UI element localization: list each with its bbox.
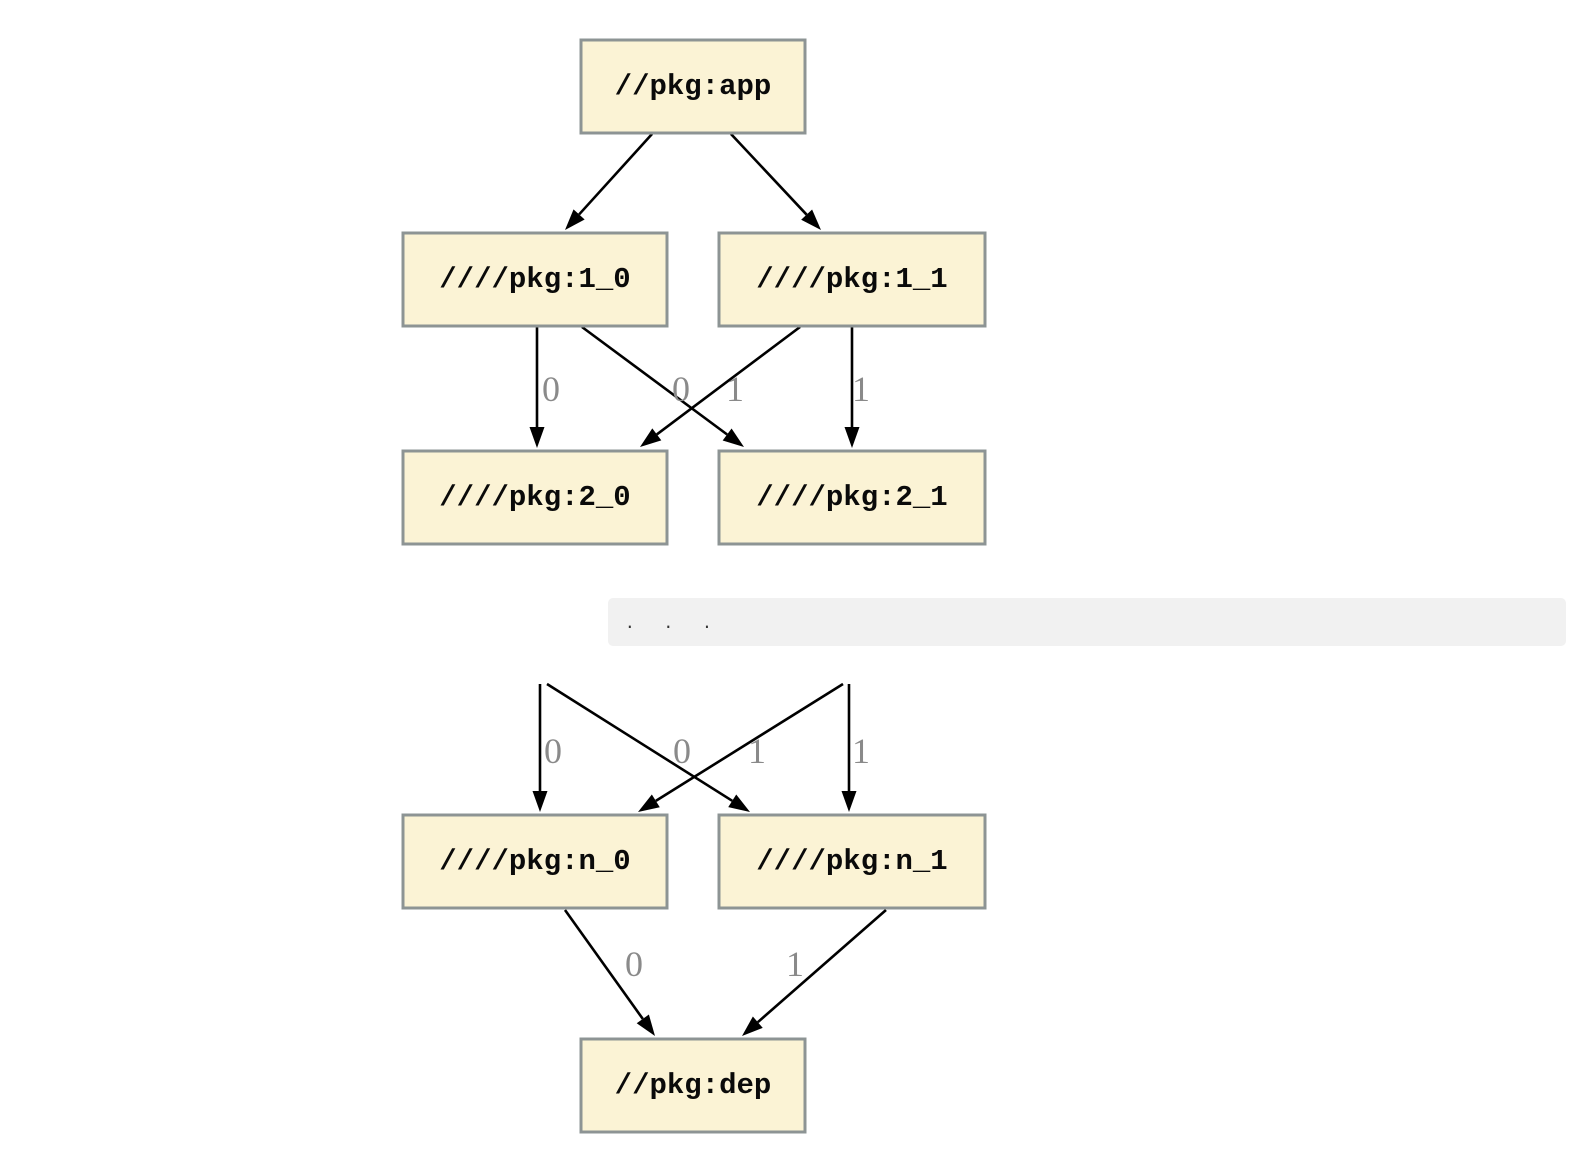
graph-node-n_1: ////pkg:n_1 <box>717 813 987 910</box>
node-box-1_1 <box>717 231 987 328</box>
node-box-2_1 <box>717 449 987 546</box>
edge-elided-left-to-n_1 <box>546 682 733 802</box>
arrowhead-icon-n_0-to-dep <box>636 1014 655 1036</box>
node-box-1_0 <box>401 231 669 328</box>
node-label-2_1: ////pkg:2_1 <box>756 481 947 514</box>
edge-label-n_0-to-dep: 0 <box>625 944 643 984</box>
edge-label-1_0-to-2_1: 0 <box>672 369 690 409</box>
edge-n_0-to-dep <box>563 909 644 1020</box>
node-box-n_1 <box>717 813 987 910</box>
node-box-app <box>579 38 807 135</box>
edge-app-to-1_0 <box>578 133 653 216</box>
edge-label-1_1-to-2_0: 1 <box>726 369 744 409</box>
arrowhead-icon-elided-left-to-n_0 <box>532 791 548 812</box>
edge-label-1_1-to-2_1: 1 <box>852 369 870 409</box>
graph-node-1_1: ////pkg:1_1 <box>717 231 987 328</box>
graph-node-n_0: ////pkg:n_0 <box>401 813 669 910</box>
ellipsis-code-block: . . . <box>608 598 1566 646</box>
arrowhead-icon-1_1-to-2_0 <box>640 428 662 447</box>
edge-1_1-to-2_0 <box>656 325 801 436</box>
edge-label-1_0-to-2_0: 0 <box>542 369 560 409</box>
arrowhead-icon-1_0-to-2_0 <box>529 427 545 448</box>
edge-label-elided-right-to-n_0: 1 <box>748 731 766 771</box>
node-label-app: //pkg:app <box>615 70 772 103</box>
arrowhead-icon-elided-right-to-n_1 <box>841 791 857 812</box>
graph-node-app: //pkg:app <box>579 38 807 135</box>
graph-node-dep: //pkg:dep <box>579 1037 807 1134</box>
node-box-n_0 <box>401 813 669 910</box>
node-label-n_0: ////pkg:n_0 <box>439 845 630 878</box>
node-label-dep: //pkg:dep <box>615 1069 772 1102</box>
edge-label-n_1-to-dep: 1 <box>786 944 804 984</box>
edge-label-elided-right-to-n_1: 1 <box>852 731 870 771</box>
arrowhead-icon-elided-left-to-n_1 <box>728 794 750 812</box>
node-box-2_0 <box>401 449 669 546</box>
graph-node-2_1: ////pkg:2_1 <box>717 449 987 546</box>
edge-label-elided-left-to-n_0: 0 <box>544 731 562 771</box>
edge-label-elided-left-to-n_1: 0 <box>673 731 691 771</box>
arrowhead-icon-app-to-1_1 <box>801 209 821 230</box>
graph-node-2_0: ////pkg:2_0 <box>401 449 669 546</box>
arrowhead-icon-n_1-to-dep <box>742 1016 763 1036</box>
arrowhead-icon-app-to-1_0 <box>565 209 585 230</box>
arrowhead-icon-elided-right-to-n_0 <box>638 794 660 812</box>
node-label-1_0: ////pkg:1_0 <box>439 263 630 296</box>
edge-n_1-to-dep <box>756 909 887 1024</box>
node-label-1_1: ////pkg:1_1 <box>756 263 947 296</box>
arrowhead-icon-1_1-to-2_1 <box>844 427 860 448</box>
edge-1_0-to-2_1 <box>581 325 728 436</box>
node-label-n_1: ////pkg:n_1 <box>756 845 947 878</box>
node-box-dep <box>579 1037 807 1134</box>
graph-node-1_0: ////pkg:1_0 <box>401 231 669 328</box>
edge-app-to-1_1 <box>730 133 808 216</box>
arrowhead-icon-1_0-to-2_1 <box>722 428 744 447</box>
edge-elided-right-to-n_0 <box>655 682 844 802</box>
ellipsis-text: . . . <box>625 613 712 632</box>
node-label-2_0: ////pkg:2_0 <box>439 481 630 514</box>
